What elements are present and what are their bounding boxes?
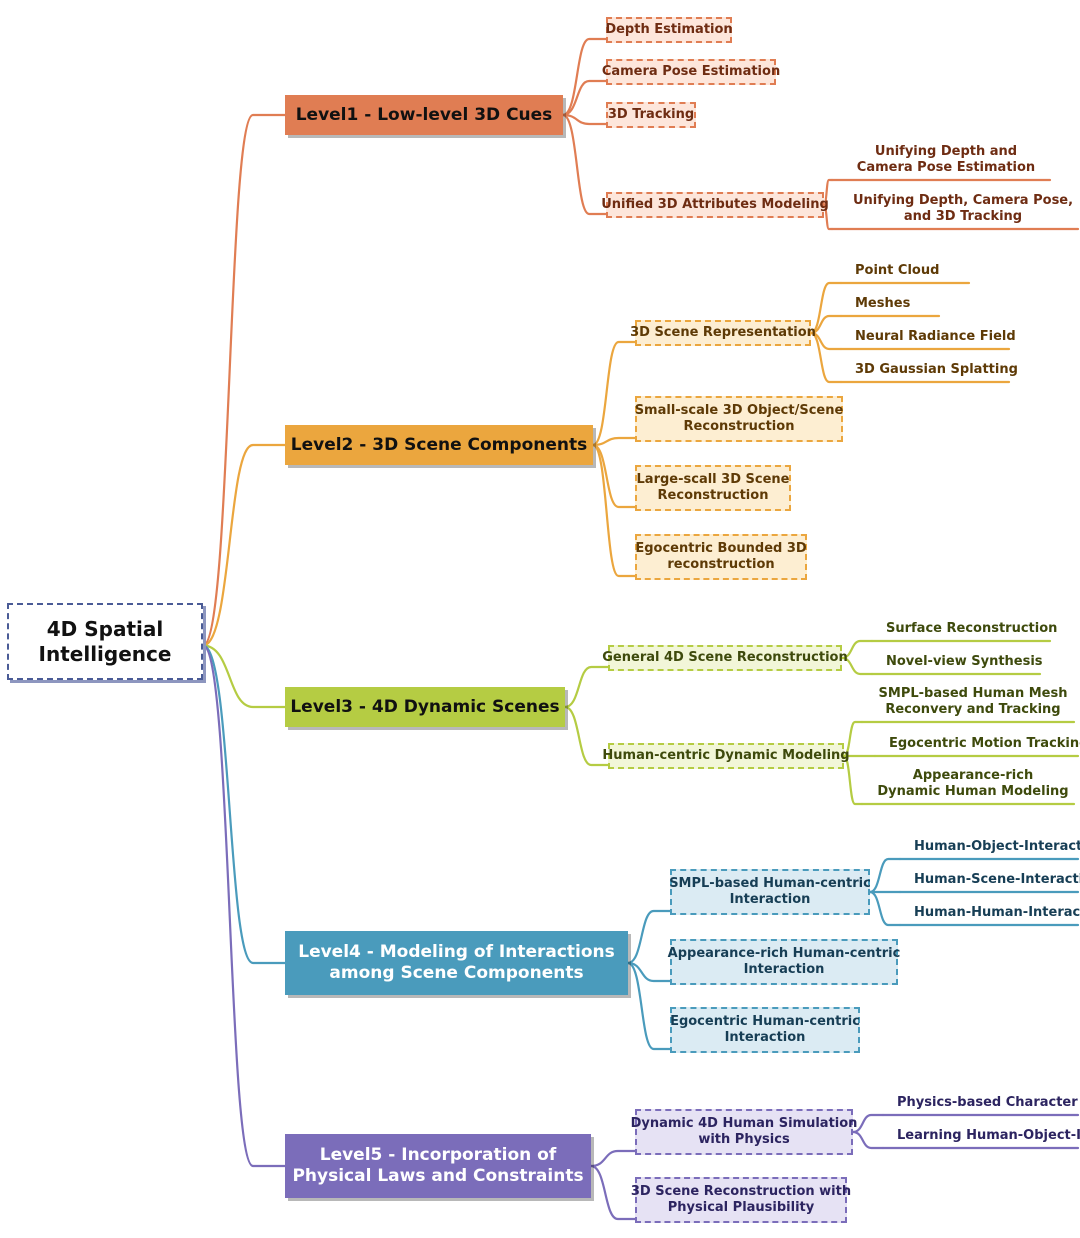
level1-child-depth: Depth Estimation (605, 17, 733, 43)
connector-root-level3 (201, 644, 287, 709)
level3-child-general-4d: General 4D Scene Reconstruction (602, 645, 848, 671)
level3-leaf-novel-view: Novel-view Synthesis (886, 654, 1043, 669)
level2-leaf-meshes: Meshes (855, 296, 911, 311)
level5-child-dynamic-simulation: Dynamic 4D Human Simulation with Physics (631, 1109, 857, 1155)
connector-level1-child1 (561, 37, 608, 117)
level1-leaf-depth-camera: Unifying Depth and Camera Pose Estimatio… (856, 144, 1036, 175)
level4-leaf-hhi: Human-Human-Interaction (914, 905, 1080, 920)
connector-level5-child1-leaf1 (851, 1113, 885, 1134)
connector-level4-child1 (626, 909, 672, 965)
connector-root-level1 (201, 113, 287, 647)
level5-leaf-learning-hoi: Learning Human-Object-Interaction (897, 1128, 1080, 1143)
level2-child-egocentric-bounded: Egocentric Bounded 3D reconstruction (635, 534, 807, 580)
connector-root-level5 (201, 644, 287, 1168)
level3-leaf-surface-reconstruction: Surface Reconstruction (886, 621, 1058, 636)
connector-root-level2 (201, 443, 287, 647)
connector-level4-child1-leaf1 (868, 857, 902, 894)
level4-child-egocentric-interaction: Egocentric Human-centric Interaction (670, 1007, 860, 1053)
level4-child-smpl-interaction: SMPL-based Human-centric Interaction (669, 869, 871, 915)
level5-label: Level5 - Incorporation of Physical Laws … (292, 1145, 584, 1186)
connector-level5-child2 (589, 1164, 637, 1221)
connector-level5-child1 (589, 1149, 637, 1168)
level1-child-camera-pose: Camera Pose Estimation (602, 59, 780, 85)
level2-label: Level2 - 3D Scene Components (290, 434, 588, 455)
level2-child-small-scale: Small-scale 3D Object/Scene Reconstructi… (635, 396, 843, 442)
level3-label: Level3 - 4D Dynamic Scenes (290, 696, 560, 717)
level4-leaf-hoi: Human-Object-Interaction (914, 839, 1080, 854)
level2-node: Level2 - 3D Scene Components (285, 425, 593, 465)
level5-leaf-physics-animation: Physics-based Character Animation (897, 1095, 1078, 1110)
connector-level1-child2 (561, 79, 608, 117)
connector-level1-child4-leaf2 (822, 203, 834, 231)
connector-level2-child3 (591, 443, 637, 509)
connector-level3-child1-leaf2 (840, 656, 874, 676)
level2-leaf-point-cloud: Point Cloud (855, 263, 940, 278)
level3-child-human-centric-dynamic: Human-centric Dynamic Modeling (602, 743, 850, 769)
level4-leaf-hsi: Human-Scene-Interaction (914, 872, 1080, 887)
connector-level1-child4-leaf1 (822, 178, 834, 207)
root-label: 4D Spatial Intelligence (38, 616, 172, 666)
level3-node: Level3 - 4D Dynamic Scenes (285, 687, 565, 727)
root-node: 4D Spatial Intelligence (7, 603, 203, 680)
connector-level4-child1-leaf3 (868, 890, 902, 927)
level5-node: Level5 - Incorporation of Physical Laws … (285, 1134, 591, 1198)
level1-child-3d-tracking: 3D Tracking (606, 102, 696, 128)
level1-child-unified-3d: Unified 3D Attributes Modeling (601, 192, 829, 218)
connector-level3-child2-leaf3 (842, 754, 864, 806)
level1-node: Level1 - Low-level 3D Cues (285, 95, 563, 135)
connector-level5-child1-leaf2 (851, 1130, 885, 1150)
connector-level2-child4 (591, 443, 637, 578)
connector-root-level4 (201, 644, 287, 965)
level4-child-appearance-interaction: Appearance-rich Human-centric Interactio… (668, 939, 900, 985)
level4-node: Level4 - Modeling of Interactions among … (285, 931, 628, 995)
level2-child-large-scale: Large-scall 3D Scene Reconstruction (635, 465, 791, 511)
level4-label: Level4 - Modeling of Interactions among … (298, 942, 615, 983)
level1-label: Level1 - Low-level 3D Cues (295, 104, 553, 125)
level3-leaf-egocentric-motion: Egocentric Motion Tracking (889, 736, 1080, 751)
connector-level4-child3 (626, 961, 672, 1051)
connector-level1-child4 (561, 113, 608, 216)
level2-leaf-nerf: Neural Radiance Field (855, 329, 1016, 344)
connector-level2-child1 (591, 340, 637, 447)
connector-level1-child3 (561, 113, 608, 126)
level5-child-physical-plausibility: 3D Scene Reconstruction with Physical Pl… (631, 1177, 851, 1223)
connector-level3-child2 (563, 705, 610, 767)
connector-level2-child1-leaf4 (809, 331, 843, 384)
connector-level3-child1 (563, 665, 610, 709)
level2-leaf-3dgs: 3D Gaussian Splatting (855, 362, 1018, 377)
connector-level2-child2 (591, 436, 637, 447)
level3-leaf-appearance-dynamic: Appearance-rich Dynamic Human Modeling (877, 768, 1069, 799)
level3-leaf-smpl-mesh: SMPL-based Human Mesh Reconvery and Trac… (878, 686, 1068, 717)
level1-leaf-depth-camera-tracking: Unifying Depth, Camera Pose, and 3D Trac… (852, 193, 1074, 224)
connector-level3-child2-leaf1 (842, 720, 864, 758)
level2-child-scene-representation: 3D Scene Representation (630, 320, 816, 346)
connector-level4-child2 (626, 961, 672, 983)
